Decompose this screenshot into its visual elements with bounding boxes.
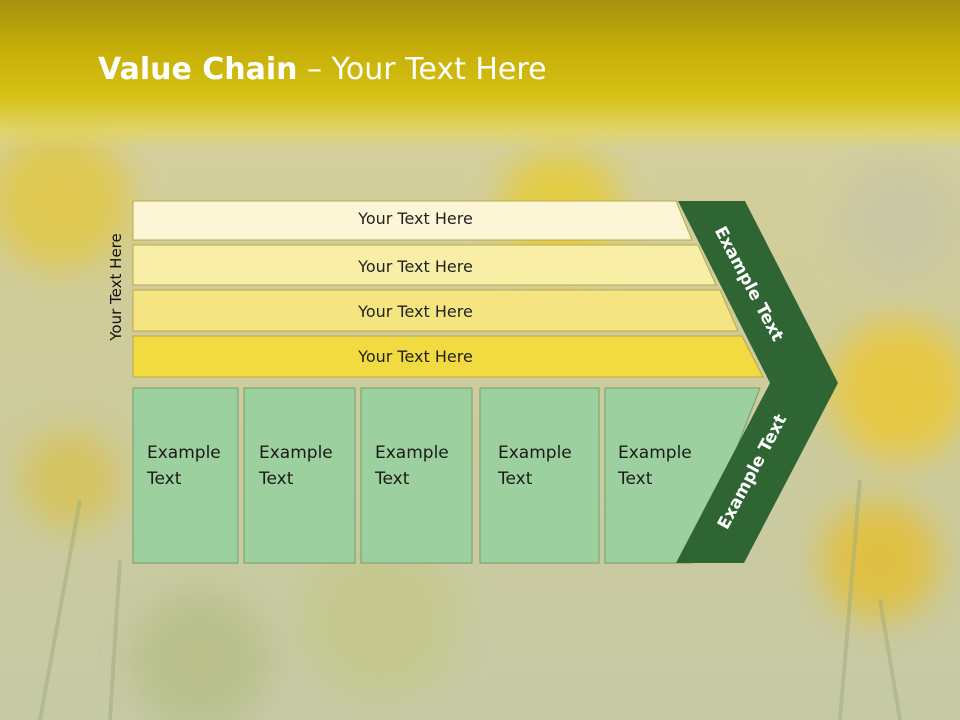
box-3-line2: Text <box>375 469 410 489</box>
bar-4 <box>132 335 764 378</box>
bar-1-label: Your Text Here <box>358 209 473 228</box>
bar-4-label: Your Text Here <box>358 347 473 366</box>
box-4-line2: Text <box>498 469 533 489</box>
box-1-line2: Text <box>147 469 182 489</box>
box-4-line1: Example <box>498 443 572 463</box>
title-rest: – Your Text Here <box>297 52 547 87</box>
bar-3-label: Your Text Here <box>358 302 473 321</box>
box-2-line1: Example <box>259 443 333 463</box>
bar-1 <box>132 200 693 241</box>
box-3 <box>360 387 473 564</box>
bar-3 <box>132 289 739 332</box>
box-5-line1: Example <box>618 443 692 463</box>
box-3-line1: Example <box>375 443 449 463</box>
title-bold: Value Chain <box>98 52 298 87</box>
page-title: Value Chain – Your Text Here <box>98 52 547 87</box>
chevron-upper <box>678 201 838 383</box>
chevron-lower <box>676 383 838 563</box>
bar-2-label: Your Text Here <box>358 257 473 276</box>
header-band <box>0 0 960 150</box>
box-2 <box>243 387 356 564</box>
box-1-line1: Example <box>147 443 221 463</box>
bar-2 <box>132 244 717 286</box>
box-1 <box>132 387 239 564</box>
box-5-line2: Text <box>618 469 653 489</box>
box-4 <box>479 387 600 564</box>
box-2-line2: Text <box>259 469 294 489</box>
